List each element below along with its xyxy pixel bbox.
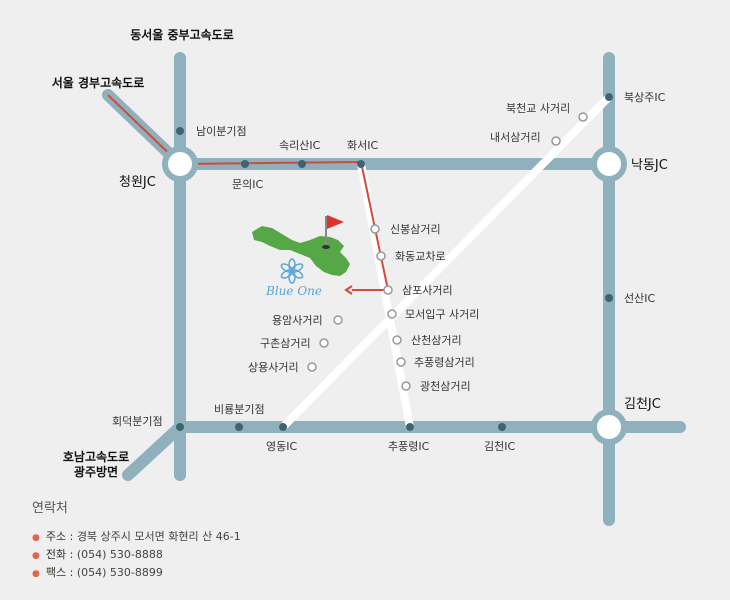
node-sampo-icon: [383, 285, 393, 295]
label-bukcheongyo: 북천교 사거리: [506, 101, 570, 115]
hole-icon: [322, 245, 330, 249]
route-top-segment: [179, 161, 362, 165]
label-seonsan: 선산IC: [624, 292, 655, 305]
bullet-icon: ●: [32, 533, 40, 543]
label-hwaseo: 화서IC: [347, 139, 378, 152]
brand-name: Blue One: [265, 284, 322, 298]
label-yeongdong: 영동IC: [266, 440, 297, 453]
node-chupungryeong-ic-icon: [406, 423, 414, 431]
local-roads: [279, 93, 613, 431]
label-guchon: 구촌삼거리: [260, 337, 311, 350]
contact-value: (054) 530-8888: [76, 548, 163, 561]
node-yongam-icon: [333, 315, 343, 325]
label-sinbong: 신봉삼거리: [390, 223, 441, 236]
bullet-icon: ●: [32, 569, 40, 579]
label-hwadong: 화동교차로: [395, 250, 446, 263]
flag-icon: [327, 215, 344, 229]
label-naeseo: 내서삼거리: [490, 131, 541, 144]
label-gwangcheon: 광천삼거리: [420, 379, 471, 393]
node-hoedeok-icon: [176, 423, 184, 431]
contact-info: 연락처 ● 주소 : 경북 상주시 모서면 화현리 산 46-1 ● 전화 : (0…: [32, 497, 392, 582]
contact-value: (054) 530-8899: [76, 566, 163, 579]
label-sancheon: 산천삼거리: [411, 333, 462, 347]
label-chupungryeong-jct: 추풍령삼거리: [414, 356, 475, 369]
road-nakdong-yeongdong: [279, 93, 613, 431]
node-biryong-icon: [235, 423, 243, 431]
ic-nodes: [176, 93, 613, 431]
node-seonsan-icon: [605, 294, 613, 302]
node-songnisan-icon: [298, 160, 306, 168]
contact-key: 팩스 :: [45, 566, 77, 579]
junction-cheongwon-icon: [162, 146, 198, 182]
road-hwaseo-chupungryeong: [357, 160, 414, 431]
highway-honam: [122, 421, 186, 481]
label-hoedeok: 회덕분기점: [112, 415, 163, 428]
junction-circles: [162, 146, 627, 445]
node-namiyun-icon: [176, 127, 184, 135]
node-hwaseo-icon: [357, 160, 365, 168]
node-bukcheongyo-icon: [578, 112, 588, 122]
label-biryong: 비룡분기점: [214, 403, 265, 416]
label-highway-honam: 호남고속도로: [63, 449, 129, 464]
intersection-nodes: [307, 112, 588, 391]
contact-title: 연락처: [32, 501, 68, 516]
label-highway-honam-direction: 광주방면: [74, 464, 118, 479]
label-highway-northwest: 서울 경부고속도로: [52, 75, 145, 90]
blue-one-logo: Blue One: [265, 258, 322, 298]
node-sangyong-icon: [307, 362, 317, 372]
label-yongam: 용암사거리: [272, 314, 323, 327]
golf-course-icon: [252, 215, 350, 276]
contact-value: 경북 상주시 모서면 화현리 산 46-1: [76, 530, 241, 543]
label-sampo: 삼포사거리: [402, 284, 453, 297]
node-naeseo-icon: [551, 136, 561, 146]
label-cheongwon-jc: 청원JC: [119, 175, 156, 190]
label-namiyun: 남이분기점: [196, 125, 247, 138]
contact-key: 주소 :: [45, 530, 77, 543]
node-guchon-icon: [319, 338, 329, 348]
node-hwadong-icon: [376, 251, 386, 261]
label-munui: 문의IC: [232, 178, 263, 191]
contact-fax: ● 팩스 : (054) 530-8899: [32, 564, 392, 582]
junction-gimcheon-icon: [591, 409, 627, 445]
bullet-icon: ●: [32, 551, 40, 561]
node-mose-icon: [387, 309, 397, 319]
label-sangyong: 상용사거리: [248, 361, 299, 374]
label-gimcheon-jc: 김천JC: [624, 397, 661, 412]
label-nakdong-jc: 낙동JC: [631, 158, 668, 173]
node-chupungryeong-jct-icon: [396, 357, 406, 367]
junction-nakdong-icon: [591, 146, 627, 182]
node-sancheon-icon: [392, 335, 402, 345]
route-arrow-head: [344, 285, 353, 295]
node-buksangju-icon: [605, 93, 613, 101]
node-gimcheon-ic-icon: [498, 423, 506, 431]
contact-key: 전화 :: [45, 548, 77, 561]
label-highway-north: 동서울 중부고속도로: [130, 27, 234, 42]
contact-address: ● 주소 : 경북 상주시 모서면 화현리 산 46-1: [32, 528, 392, 546]
label-chupungryeong-ic: 추풍령IC: [388, 440, 430, 453]
node-gwangcheon-icon: [401, 381, 411, 391]
flower-logo-icon: [280, 258, 304, 284]
label-buksangju: 북상주IC: [624, 91, 666, 104]
label-gimcheon-ic: 김천IC: [484, 439, 515, 453]
node-yeongdong-icon: [279, 423, 287, 431]
label-songnisan: 속리산IC: [279, 139, 321, 152]
node-munui-icon: [241, 160, 249, 168]
label-mose: 모서입구 사거리: [405, 308, 479, 321]
node-sinbong-icon: [370, 224, 380, 234]
contact-phone: ● 전화 : (054) 530-8888: [32, 546, 392, 564]
